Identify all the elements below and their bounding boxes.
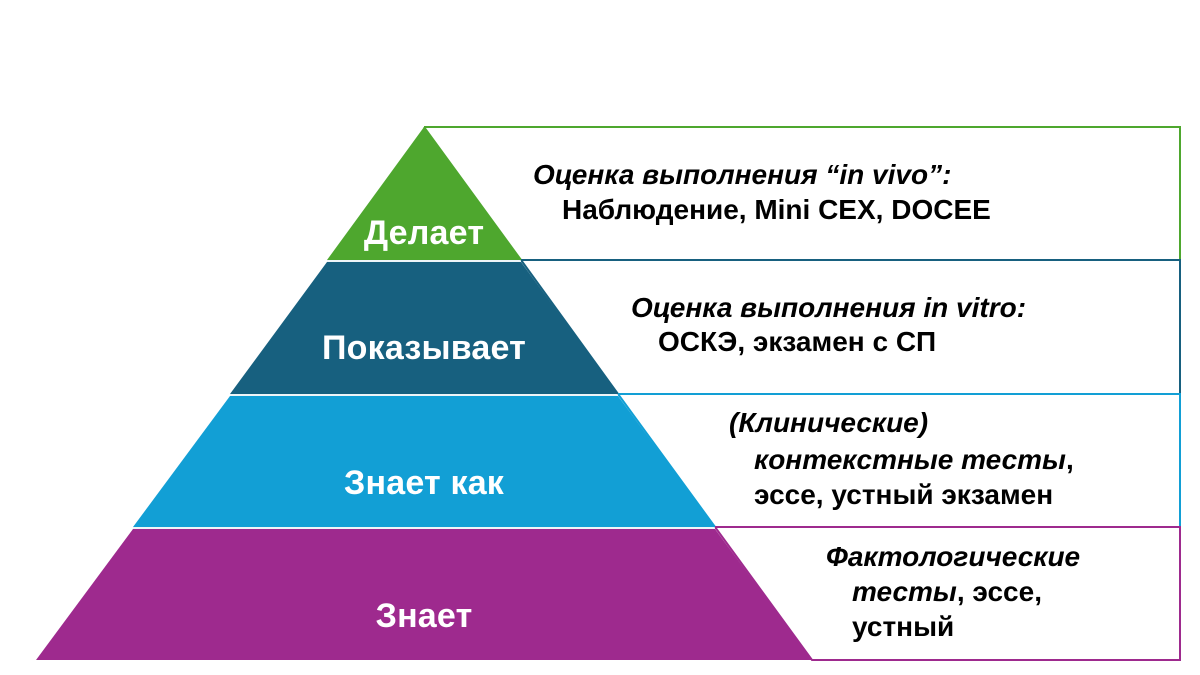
- tier-1-label: Делает: [363, 214, 485, 252]
- tier-4-box-outline: [714, 526, 1181, 661]
- tier-4-desc-line-2: тесты, эссе,: [852, 576, 1042, 608]
- tier-4-desc-line-3: устный: [852, 611, 955, 642]
- tier-2-label: Показывает: [322, 329, 526, 367]
- tier-4-desc-line-1: Фактологические: [826, 541, 1081, 572]
- tier-4-label: Знает: [375, 597, 473, 635]
- tier-2-desc-line-1: Оценка выполнения in vitro:: [631, 292, 1027, 323]
- tier-3-desc-line-1: (Клинические): [729, 407, 929, 438]
- tier-3-label: Знает как: [343, 464, 505, 502]
- tier-3-desc-line-2: контекстные тесты,: [754, 444, 1074, 476]
- tier-1-desc-line-2: Наблюдение, Mini CEX, DOCEE: [562, 194, 991, 225]
- tier-3-desc-line-2-plain: ,: [1065, 444, 1074, 475]
- tier-2-band: [230, 262, 618, 394]
- tier-3-desc-line-3: эссе, устный экзамен: [754, 479, 1054, 510]
- tier-1-band: [327, 127, 521, 260]
- tier-1-desc-line-1: Оценка выполнения “in vivo”:: [533, 159, 952, 190]
- tier-4-desc-line-2-italic: тесты: [852, 576, 957, 607]
- tier-3-band: [133, 396, 715, 527]
- tier-3-desc-line-2-italic: контекстные тесты: [754, 444, 1066, 475]
- tier-2-desc-line-2: ОСКЭ, экзамен с СП: [658, 326, 937, 357]
- tier-4-band: [36, 529, 812, 660]
- tier-4-desc-line-2-plain: , эссе,: [956, 576, 1042, 607]
